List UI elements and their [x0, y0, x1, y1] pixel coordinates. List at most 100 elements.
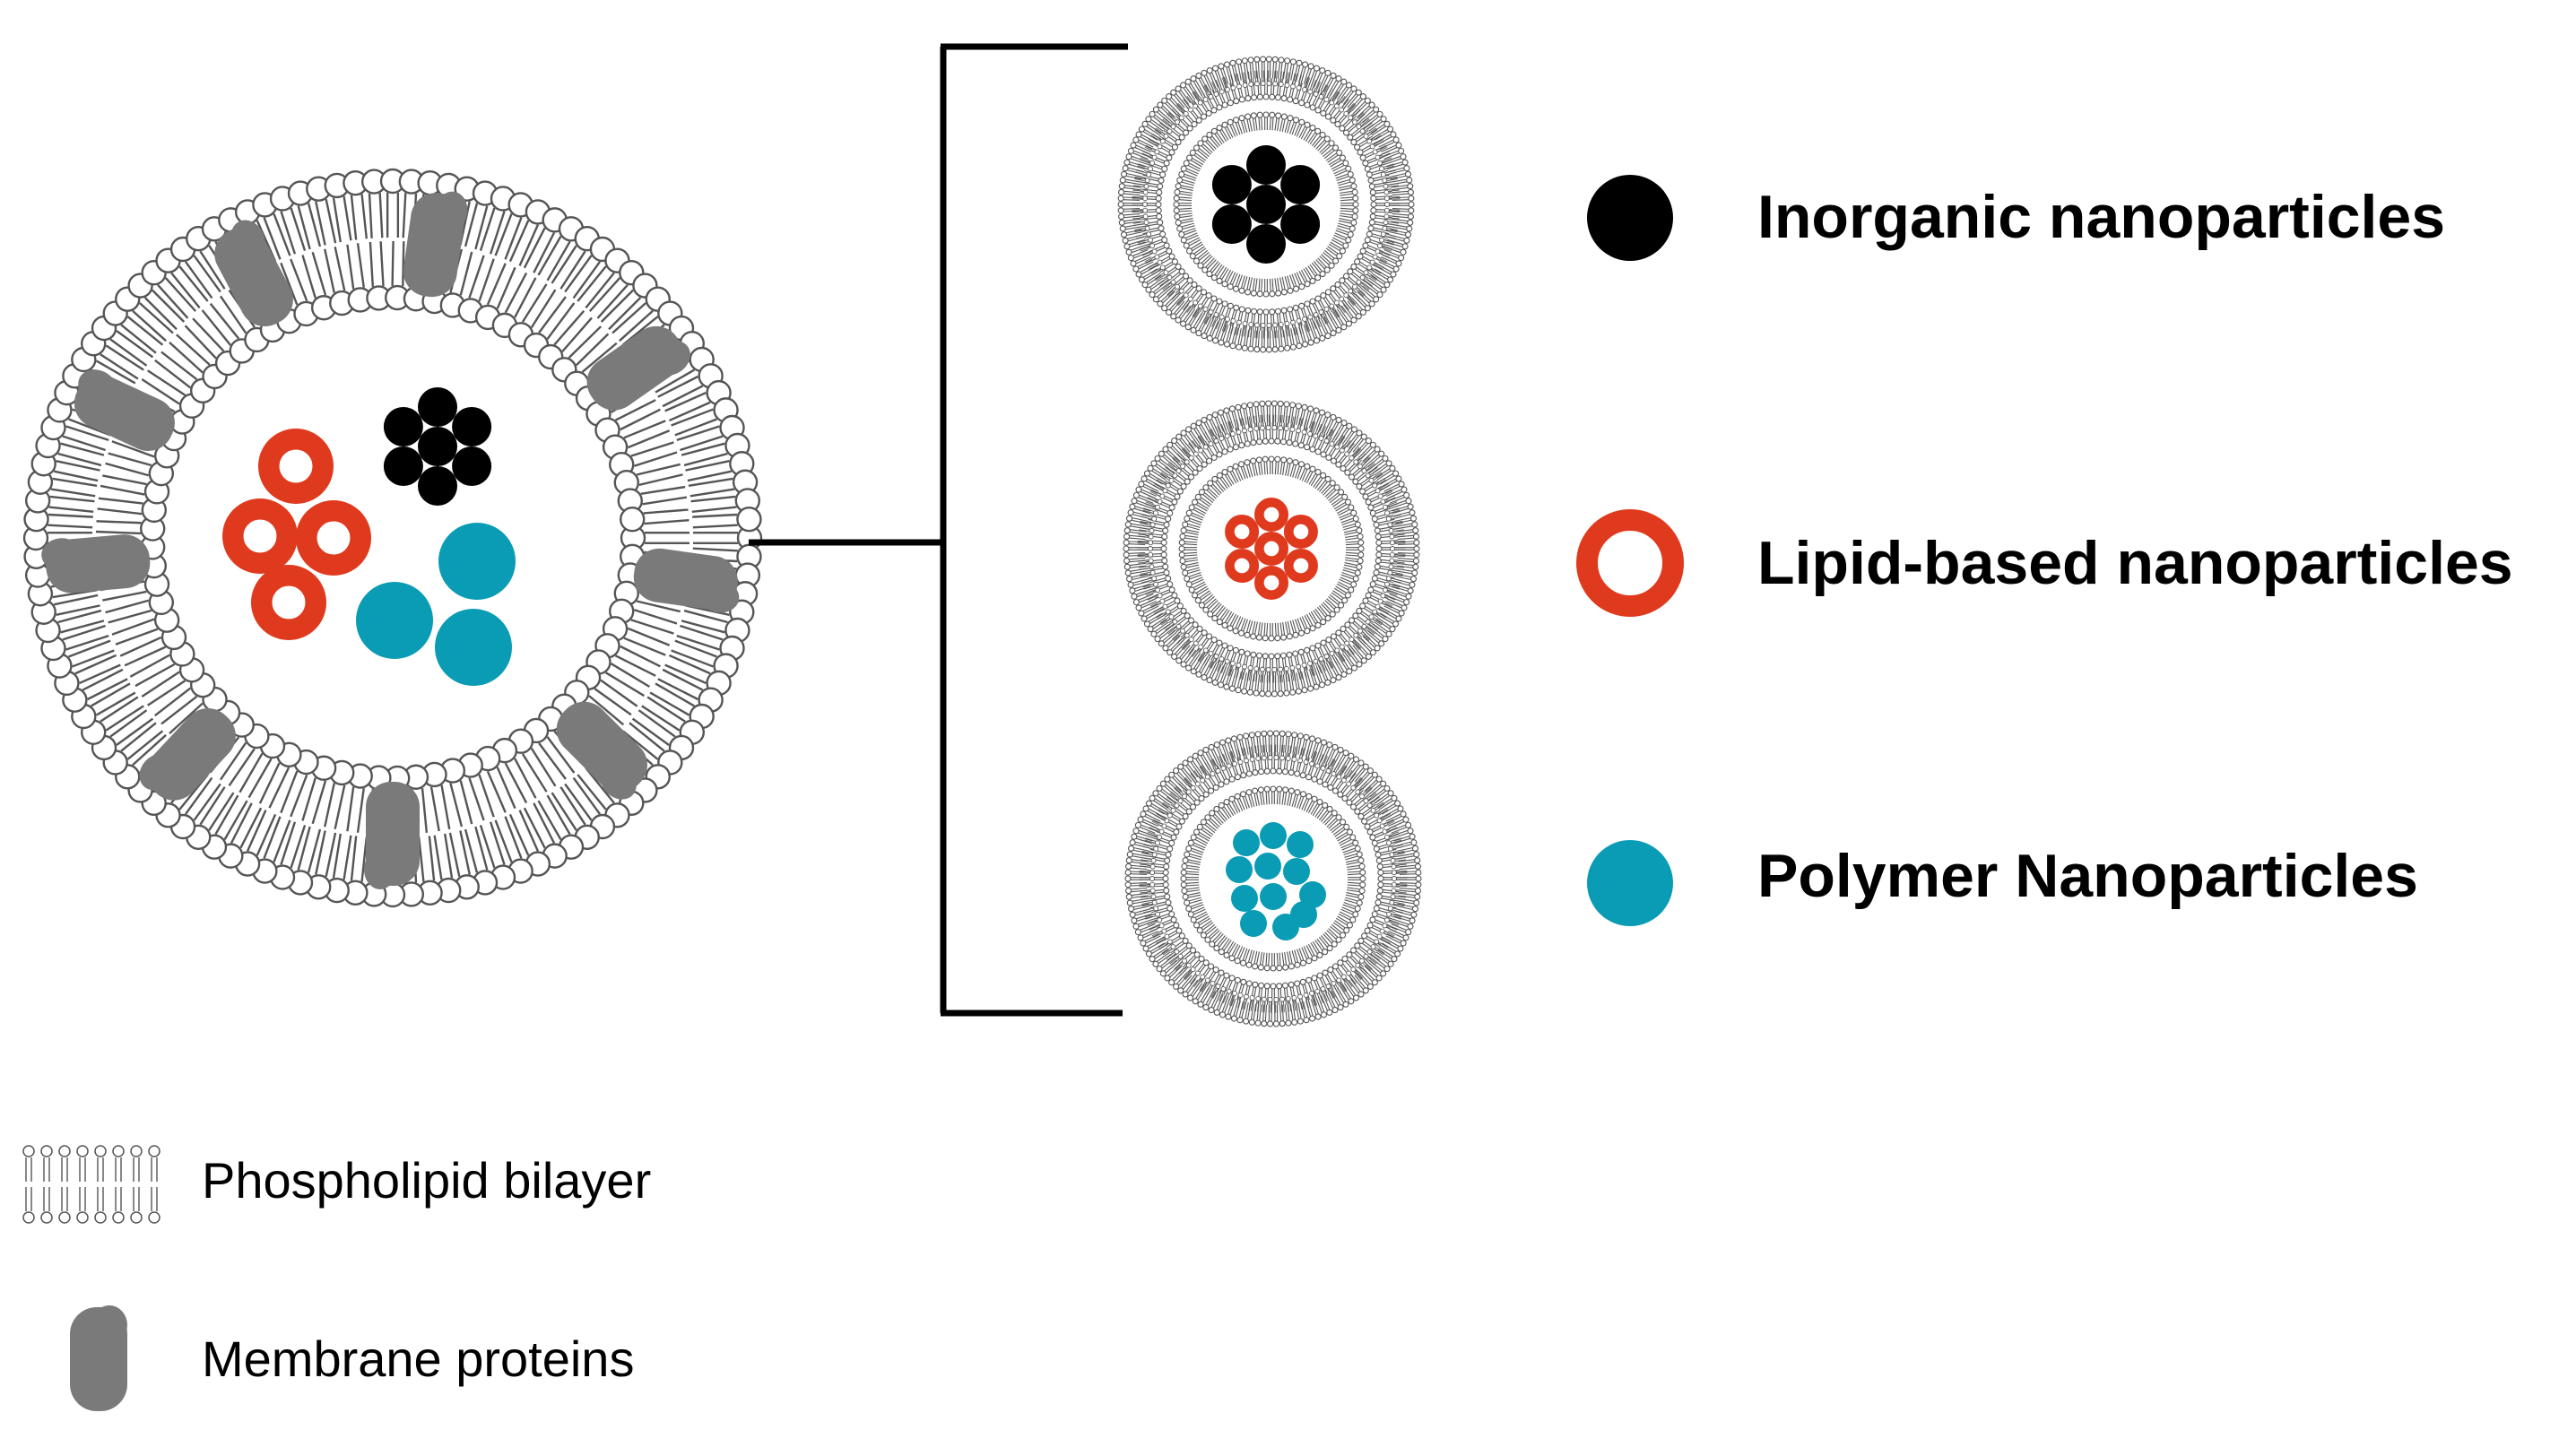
lipid-tail [1156, 919, 1172, 927]
lipid-head [1215, 984, 1221, 990]
lipid-tail [1286, 752, 1289, 769]
lipid-head [1391, 956, 1398, 963]
lipid-tail [1208, 819, 1219, 829]
lipid-head [1145, 950, 1152, 958]
lipid-tail [1383, 163, 1394, 168]
lipid-tail [1360, 287, 1374, 299]
lipid-tail [1236, 757, 1243, 774]
lipid-head [1117, 207, 1124, 214]
lipid-tail [1173, 292, 1182, 302]
lipid-tail [657, 678, 698, 701]
lipid-tail [1134, 507, 1150, 515]
lipid-tail [1143, 819, 1158, 827]
lipid-tail [105, 344, 144, 371]
lipid-tail [1396, 529, 1413, 533]
lipid-tail [1180, 966, 1189, 976]
lipid-head [1257, 786, 1264, 793]
lipid-tail [1330, 926, 1340, 935]
lipid-tail [1370, 133, 1381, 140]
lipid-head [1299, 791, 1307, 798]
lipid-head [1173, 983, 1180, 990]
lipid-tail [1291, 122, 1297, 135]
lipid-tail [1205, 257, 1215, 268]
lipid-tail [126, 730, 164, 760]
lipid-tail [1355, 293, 1367, 307]
lipid-head [1412, 527, 1419, 534]
lipid-tail [1375, 217, 1392, 221]
lipid-tail [1299, 322, 1305, 334]
lipid-tail [360, 836, 368, 882]
lipid-head [1349, 455, 1355, 461]
lipid-head [1178, 134, 1185, 141]
lipid-tail [1175, 443, 1187, 456]
lipid-tail [1131, 523, 1148, 527]
lipid-head [1404, 170, 1412, 178]
lipid-head [1141, 475, 1148, 482]
lipid-tail [1154, 589, 1170, 597]
lipid-tail [1147, 525, 1164, 530]
lipid-head [1123, 159, 1131, 166]
lipid-tail [1150, 134, 1161, 142]
lipid-tail [1330, 991, 1339, 1006]
lipid-tail [1274, 622, 1277, 636]
lipid-head [1347, 230, 1354, 238]
lipid-tail [1148, 124, 1162, 134]
lipid-tail [1235, 996, 1240, 1008]
lipid-tail [1254, 70, 1257, 82]
lipid-tail [623, 637, 666, 656]
lipid-tail [1132, 191, 1144, 194]
lipid-head [1168, 614, 1175, 620]
lipid-tail [1145, 552, 1162, 556]
lipid-head [1241, 57, 1248, 65]
lipid-tail [1158, 807, 1169, 814]
lipid-tail [1187, 889, 1201, 893]
lipid-tail [1250, 1003, 1254, 1020]
lipid-tail [1147, 831, 1158, 836]
lipid-head [1359, 247, 1366, 255]
lipid-tail [1187, 979, 1199, 993]
lipid-head [1141, 120, 1149, 127]
lipid-tail [1303, 268, 1311, 280]
lipid-tail [170, 272, 201, 309]
lipid-tail [646, 696, 686, 723]
lipid-head [1221, 621, 1228, 628]
lipid-tail [1288, 950, 1293, 964]
lipid-head [1271, 667, 1278, 672]
lipid-tail [1227, 743, 1234, 759]
lipid-tail [1165, 811, 1180, 822]
lipid-tail [1186, 881, 1200, 884]
lipid-tail [1385, 171, 1397, 176]
lipid-tail [1132, 519, 1148, 524]
lipid-tail [1175, 798, 1189, 810]
lipid-head [1325, 454, 1332, 461]
lipid-head [1251, 308, 1258, 315]
lipid-tail [1257, 745, 1260, 757]
lipid-tail [1204, 824, 1216, 834]
lipid-head [1376, 110, 1383, 117]
lipid-tail [1377, 798, 1392, 809]
lipid-tail [1294, 124, 1300, 136]
lipid-tail [1201, 968, 1211, 984]
lipid-tail [1124, 185, 1141, 188]
lipid-tail [350, 195, 358, 240]
lipid-tail [1176, 636, 1185, 645]
lipid-tail [1328, 928, 1339, 938]
lipid-tail [1189, 897, 1201, 902]
lipid-tail [1172, 967, 1184, 981]
lipid-tail [1145, 540, 1162, 542]
lipid-tail [1160, 790, 1175, 802]
lipid-head [1213, 438, 1219, 444]
lipid-tail [1316, 606, 1326, 618]
lipid-tail [1254, 621, 1258, 635]
lipid-head [1265, 56, 1272, 63]
lipid-head [1362, 242, 1369, 249]
lipid-tail [1379, 521, 1395, 526]
lipid-tail [1248, 670, 1252, 681]
lipid-tail [297, 826, 311, 871]
lipid-head [1206, 131, 1213, 138]
lipid-head [1339, 447, 1345, 454]
lipid-tail [643, 508, 689, 515]
lipid-tail [1207, 259, 1217, 270]
lipid-head [1135, 131, 1142, 138]
lipid-head [1408, 195, 1415, 202]
